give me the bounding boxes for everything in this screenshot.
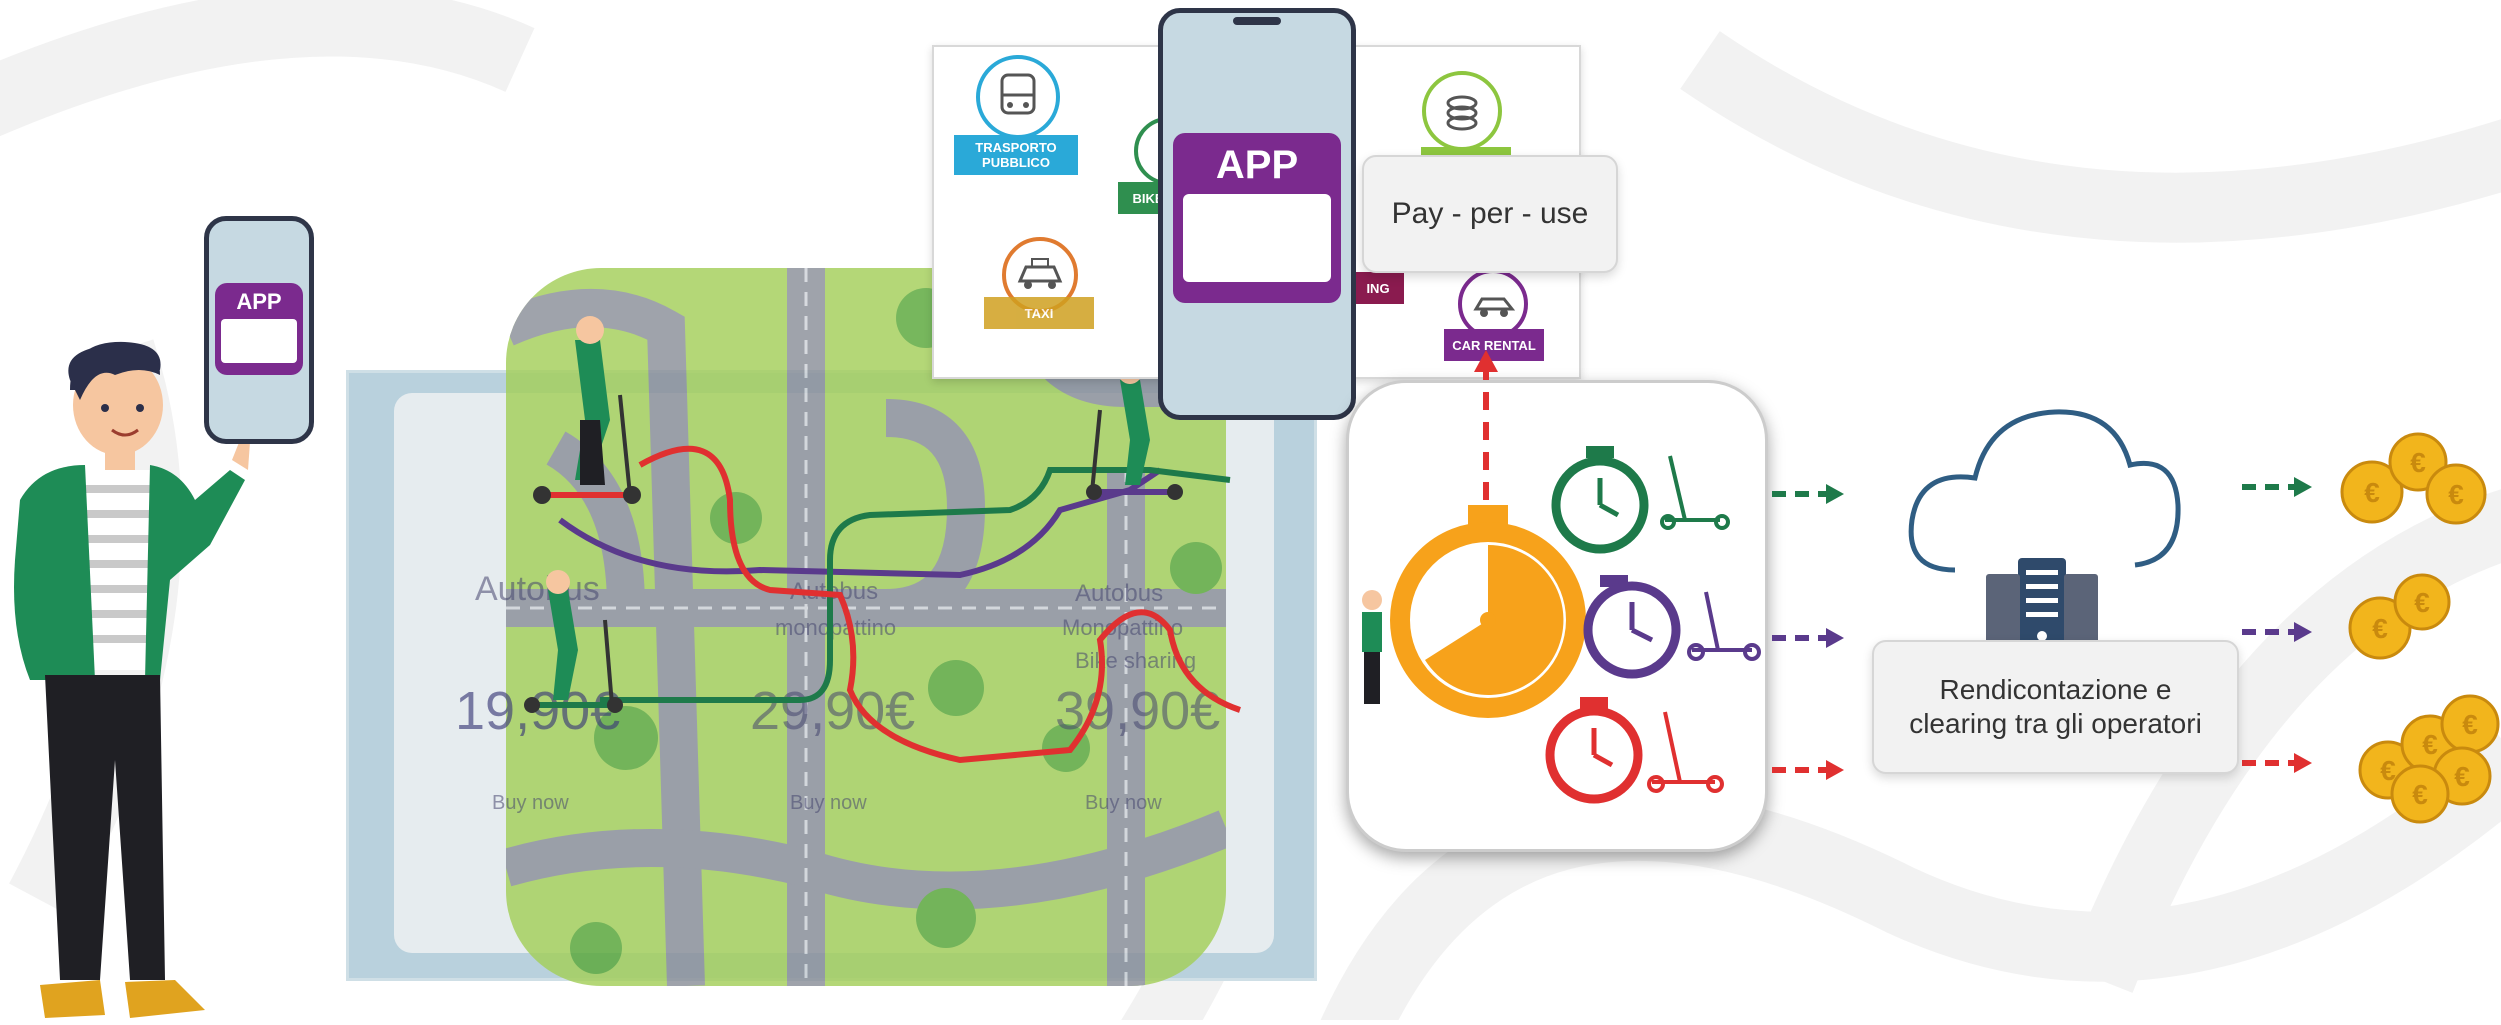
overlay-buy-3: Buy now [1085,792,1162,814]
green-stopwatch-icon [1551,446,1649,554]
stopwatch-icon [1390,505,1586,718]
car-rental-tag: CAR RENTAL [1444,329,1544,361]
map-roads [506,268,1226,986]
clearing-label: Rendicontazione e clearing tra gli opera… [1909,674,2202,739]
person-icon [14,341,250,1018]
app-icons-grid-large [1183,194,1331,282]
overlay-buy-2: Buy now [790,792,867,814]
large-phone: APP [1158,8,1356,420]
svg-text:€: € [2410,447,2426,478]
small-person-icon [1362,590,1382,704]
arrow-red-2 [2242,753,2312,773]
arrow-red-1 [1772,760,1844,780]
app-card-small: APP [215,283,303,375]
svg-text:€: € [2372,613,2388,644]
purple-stopwatch-icon [1583,575,1681,679]
small-phone: APP [204,216,314,444]
public-transport-tag: TRASPORTO PUBBLICO [954,135,1078,175]
red-stopwatch-icon [1545,697,1643,804]
overlay-buy-1: Buy now [492,792,569,814]
overlay-title-3: Autobus [1075,580,1164,607]
app-card-large: APP [1173,133,1341,303]
app-icons-grid [221,319,297,363]
scooter-rider-3 [524,570,623,713]
taxi-tag: TAXI [984,297,1094,329]
svg-text:€: € [2364,477,2380,508]
svg-text:€: € [2422,729,2438,760]
svg-text:€: € [2454,761,2470,792]
app-label-large: APP [1215,143,1299,187]
coins-icon [1422,71,1502,151]
app-label-small: APP [236,289,282,314]
green-scooter-icon [1660,455,1730,530]
svg-text:€: € [2414,587,2430,618]
scooter-rider-1 [533,316,641,504]
svg-text:€: € [2380,755,2396,786]
pay-per-use-label: Pay - per - use [1391,197,1589,230]
arrow-green-1 [1772,484,1844,504]
clearing-box: Rendicontazione e clearing tra gli opera… [1872,640,2239,774]
pay-per-use-box: Pay - per - use [1362,155,1618,273]
svg-text:€: € [2448,479,2464,510]
purple-scooter-icon [1687,591,1761,661]
overlay-sub-2: monopattino [775,615,897,640]
person-illustration [0,330,260,1020]
red-scooter-icon [1647,711,1724,793]
phone-speaker [1233,17,1281,25]
svg-text:€: € [2462,709,2478,740]
euro-coin-icon [2340,432,2500,824]
map-overlay [506,268,1226,986]
server-icon [1986,558,2098,654]
overlay-price-1: 19,90€ [455,681,621,741]
arrow-green-2 [2242,477,2312,497]
arrow-purple-1 [1772,628,1844,648]
svg-text:€: € [2412,779,2428,810]
cloud-icon [1908,409,2181,573]
overlay-title-1: Autobus [475,570,600,608]
car-sharing-tag: ING [1352,272,1404,304]
arrow-purple-2 [2242,622,2312,642]
